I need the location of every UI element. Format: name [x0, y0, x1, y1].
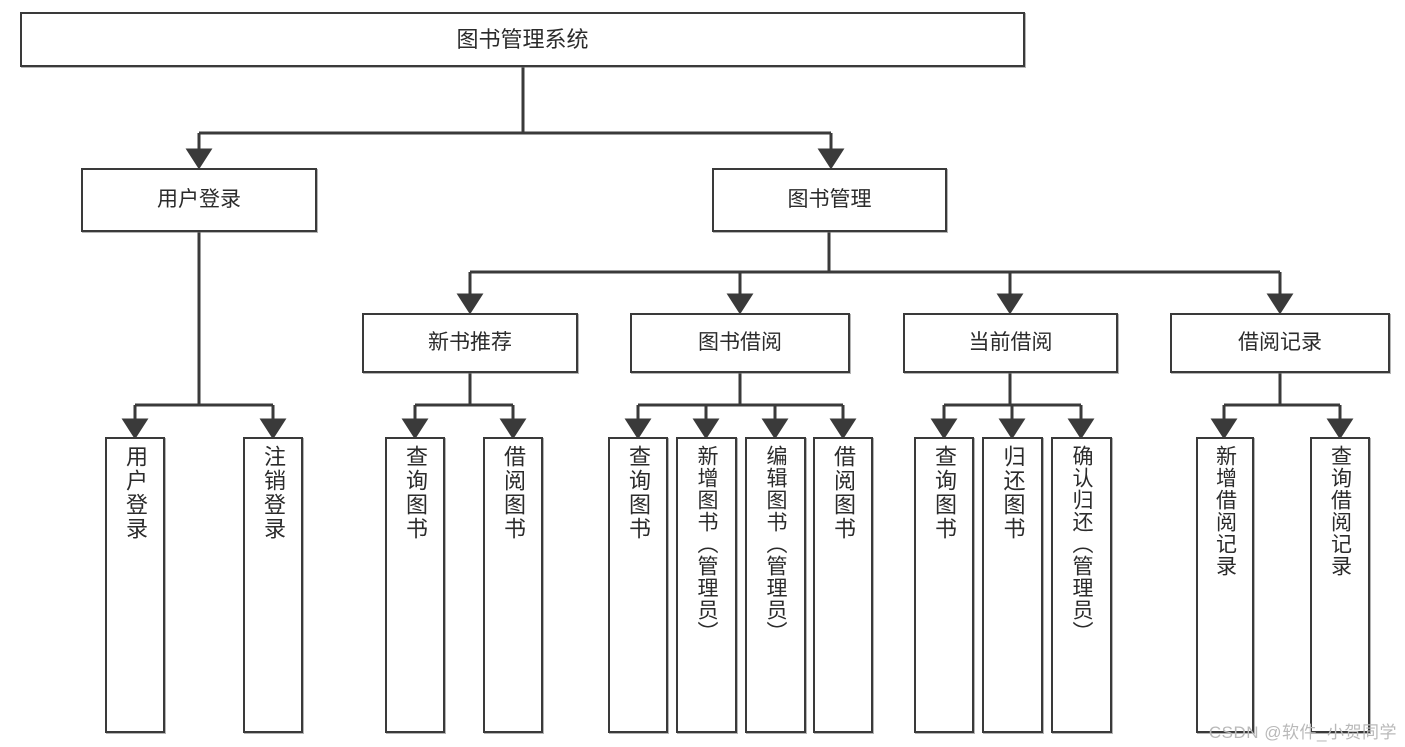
csdn-watermark: CSDN @软件_小贺同学 — [1208, 723, 1397, 742]
node-label: 编辑图书（管理员） — [764, 445, 787, 643]
node-label: 图书管理系统 — [456, 26, 589, 52]
node-borrow-record[interactable]: 借阅记录 — [1170, 313, 1390, 373]
leaf-current-borrow-confirm-return-admin[interactable]: 确认归还（管理员） — [1051, 437, 1112, 733]
node-label: 归还图书 — [1000, 445, 1026, 541]
node-current-borrow[interactable]: 当前借阅 — [903, 313, 1118, 373]
node-label: 借阅记录 — [1238, 330, 1322, 354]
node-label: 当前借阅 — [968, 330, 1053, 354]
node-label: 新增图书（管理员） — [695, 445, 718, 643]
node-label: 查询借阅记录 — [1328, 445, 1352, 577]
leaf-borrow-record-query-record[interactable]: 查询借阅记录 — [1310, 437, 1370, 733]
node-book-borrow[interactable]: 图书借阅 — [630, 313, 850, 373]
node-user-login[interactable]: 用户登录 — [81, 168, 317, 232]
node-label: 新书推荐 — [428, 330, 512, 354]
node-label: 用户登录 — [157, 187, 241, 211]
node-label: 注销登录 — [261, 445, 286, 541]
node-label: 查询图书 — [403, 445, 428, 541]
leaf-book-borrow-borrow-book[interactable]: 借阅图书 — [813, 437, 873, 733]
node-label: 借阅图书 — [501, 445, 526, 541]
node-root-book-management-system[interactable]: 图书管理系统 — [20, 12, 1025, 67]
leaf-current-borrow-query-book[interactable]: 查询图书 — [914, 437, 974, 733]
leaf-book-borrow-add-book-admin[interactable]: 新增图书（管理员） — [676, 437, 737, 733]
node-label: 确认归还（管理员） — [1070, 445, 1093, 643]
node-book-management[interactable]: 图书管理 — [712, 168, 947, 232]
leaf-user-login-login[interactable]: 用户登录 — [105, 437, 165, 733]
node-new-book-recommend[interactable]: 新书推荐 — [362, 313, 578, 373]
node-label: 图书管理 — [787, 187, 872, 211]
node-label: 查询图书 — [932, 445, 957, 541]
node-label: 查询图书 — [626, 445, 651, 541]
leaf-new-book-borrow-book[interactable]: 借阅图书 — [483, 437, 543, 733]
leaf-user-login-logout[interactable]: 注销登录 — [243, 437, 303, 733]
leaf-book-borrow-edit-book-admin[interactable]: 编辑图书（管理员） — [745, 437, 806, 733]
leaf-borrow-record-add-record[interactable]: 新增借阅记录 — [1196, 437, 1254, 733]
leaf-current-borrow-return-book[interactable]: 归还图书 — [982, 437, 1043, 733]
node-label: 用户登录 — [123, 445, 148, 541]
leaf-book-borrow-query-book[interactable]: 查询图书 — [608, 437, 668, 733]
leaf-new-book-query-book[interactable]: 查询图书 — [385, 437, 445, 733]
node-label: 新增借阅记录 — [1213, 445, 1237, 577]
node-label: 借阅图书 — [831, 445, 856, 541]
node-label: 图书借阅 — [698, 330, 782, 354]
